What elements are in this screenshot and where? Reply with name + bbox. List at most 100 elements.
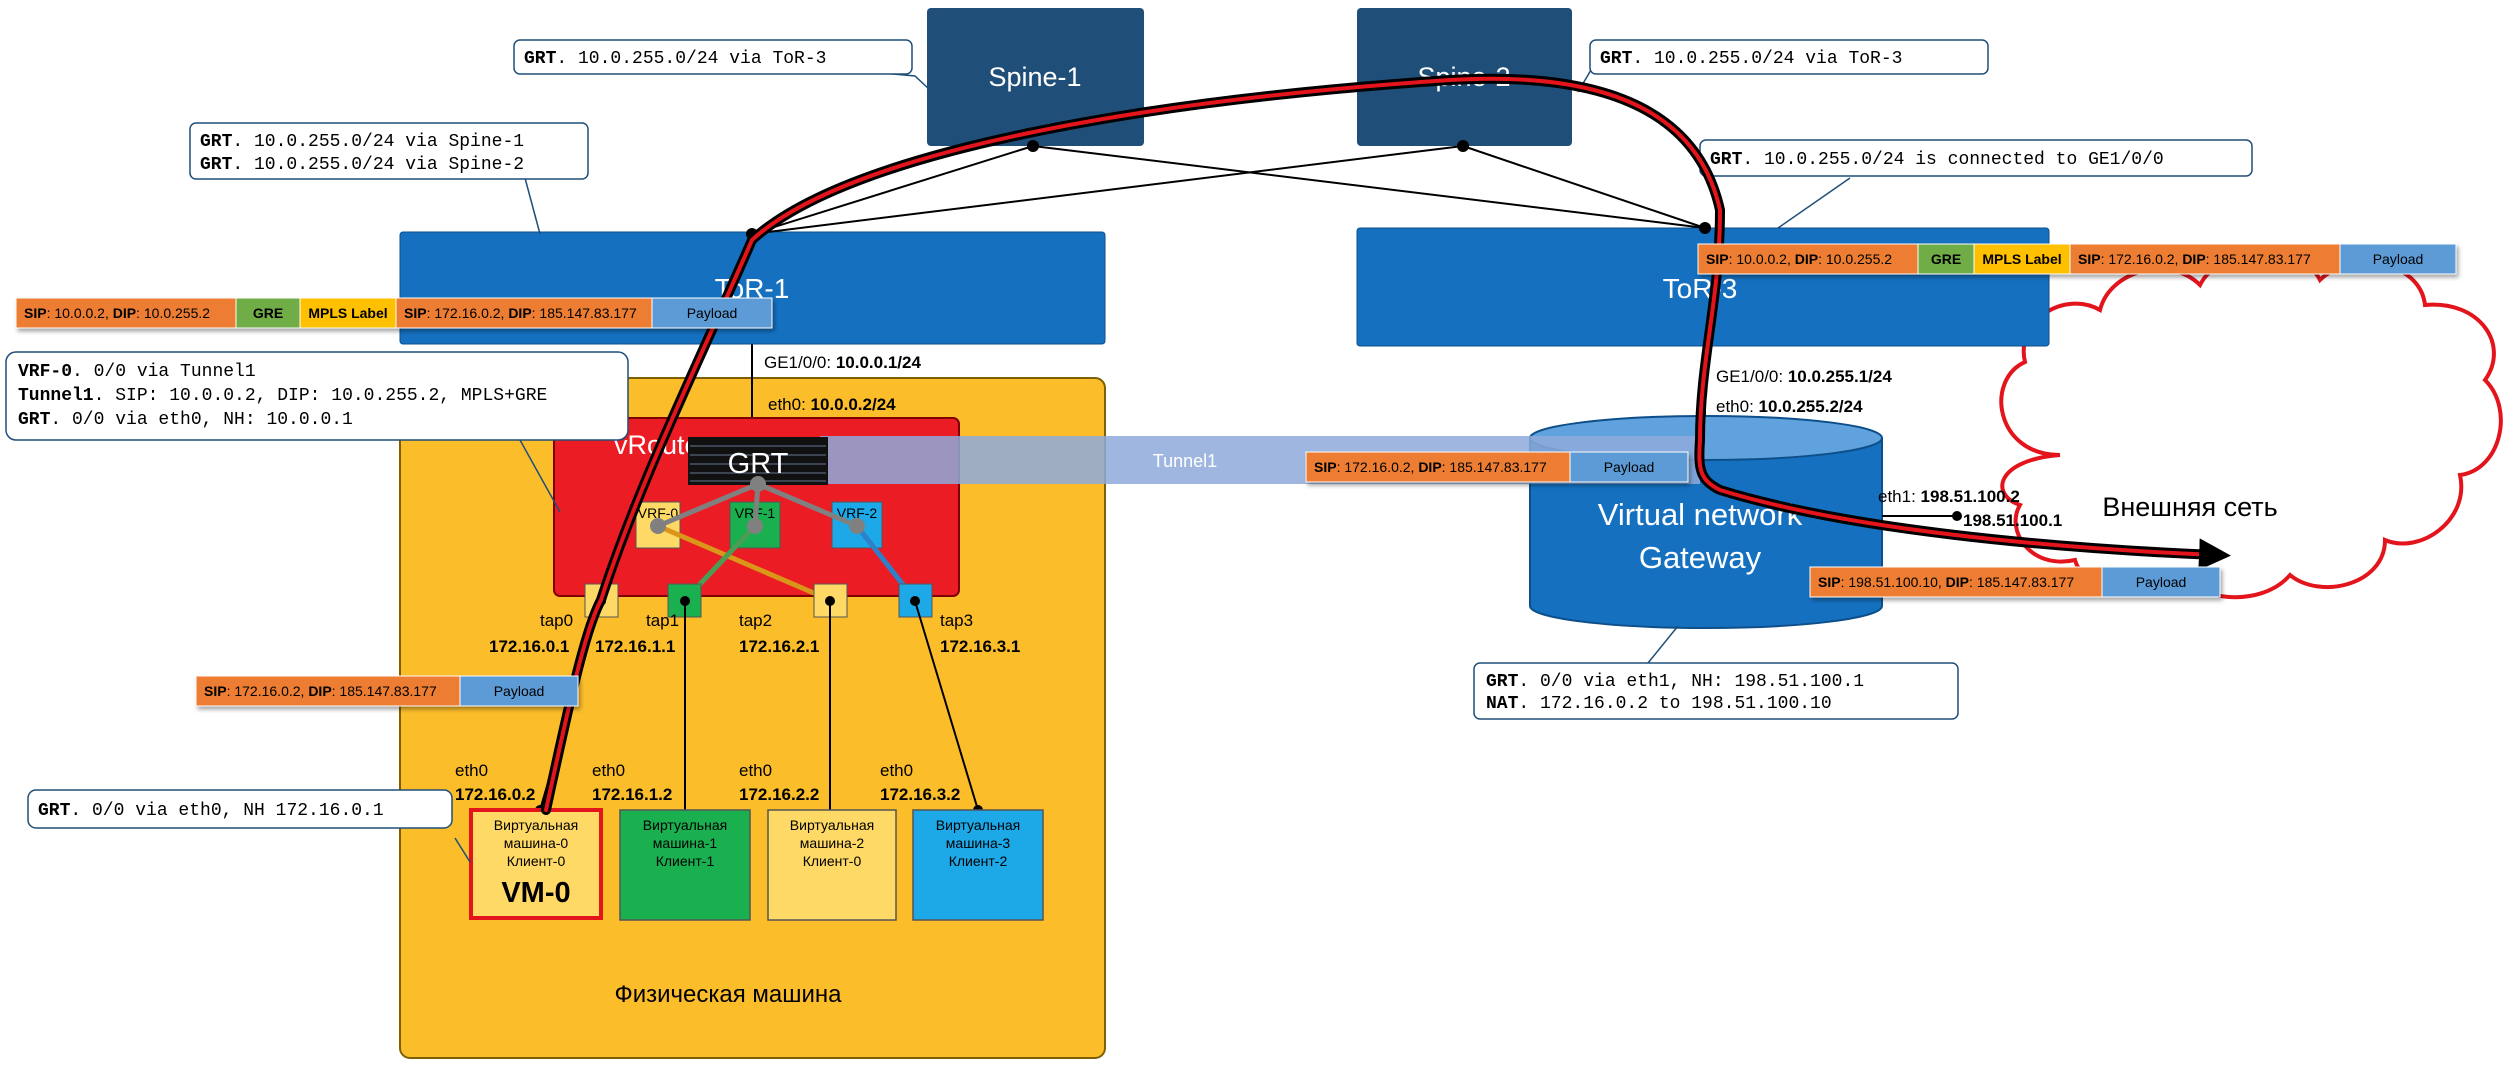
vm-0-eth: eth0	[455, 761, 488, 780]
vm-0-box[interactable]	[469, 808, 603, 920]
vm-2-labels: Виртуальная машина-2 Клиент-0	[790, 817, 874, 869]
vm-3-line1: Виртуальная	[936, 817, 1020, 833]
external-network-label: Внешняя сеть	[2102, 492, 2277, 522]
vm-3-box[interactable]	[912, 809, 1044, 921]
vm-0-line2: машина-0	[504, 835, 569, 851]
packet-field-label: MPLS Label	[1982, 251, 2061, 267]
spine-2-callout-text: GRT. 10.0.255.0/24 via ToR-3	[1600, 49, 1902, 69]
spine-2-callout-rest: . 10.0.255.0/24 via ToR-3	[1632, 49, 1902, 69]
vm-1-labels: Виртуальная машина-1 Клиент-1	[643, 817, 727, 869]
spine-2-callout-bold: GRT	[1600, 49, 1633, 69]
vm-0-tag: VM-0	[501, 877, 570, 909]
packet-field-label: SIP: 172.16.0.2, DIP: 185.147.83.177	[2078, 251, 2311, 267]
gw-eth1-name: eth1:	[1878, 487, 1921, 506]
ext-ip-label: 198.51.100.1	[1963, 511, 2062, 530]
gw-external-link-dot	[1952, 511, 1962, 521]
tap3-name: tap3	[940, 611, 973, 630]
vm-2-ip: 172.16.2.2	[739, 785, 819, 804]
vm-1-line1: Виртуальная	[643, 817, 727, 833]
packet-field-plain	[1917, 243, 1975, 275]
packet-field-label: SIP: 172.16.0.2, DIP: 185.147.83.177	[1314, 459, 1547, 475]
packet-field-sip	[195, 675, 461, 707]
tap2-name: tap2	[739, 611, 772, 630]
packet-field-label: SIP: 10.0.0.2, DIP: 10.0.255.2	[1706, 251, 1892, 267]
tor-3-callout-rest: . 10.0.255.0/24 is connected to GE1/0/0	[1742, 150, 2163, 170]
vrf-2-label: VRF-2	[837, 505, 878, 521]
packet-field-sip	[395, 297, 653, 329]
tor-3-label: ToR-3	[1663, 273, 1738, 304]
vm-0-line1: Виртуальная	[494, 817, 578, 833]
fabric-links	[751, 145, 1706, 235]
vrouter-callout-rest-3: . 0/0 via eth0, NH: 10.0.0.1	[50, 410, 352, 430]
vm-1-eth: eth0	[592, 761, 625, 780]
spine-1-callout	[513, 39, 913, 75]
vrouter-callout-line1: VRF-0. 0/0 via Tunnel1	[18, 362, 256, 382]
tor3-ge-name: GE1/0/0:	[1716, 367, 1788, 386]
packet-field-label: MPLS Label	[308, 305, 387, 321]
host-eth0-ip: 10.0.0.2/24	[811, 395, 897, 414]
packet-tunnel-out: SIP: 172.16.0.2, DIP: 185.147.83.177 Payl…	[1305, 451, 1689, 483]
tor-1-callout-line2: GRT. 10.0.255.0/24 via Spine-2	[200, 155, 524, 175]
gw-eth1-label: eth1: 198.51.100.2	[1878, 487, 2020, 506]
vm-0-callout-bold: GRT	[38, 801, 71, 821]
tap1-name: tap1	[646, 611, 679, 630]
packet-outer-left: SIP: 10.0.0.2, DIP: 10.0.255.2 GRE MPLS La…	[15, 297, 773, 329]
vm-2-line1: Виртуальная	[790, 817, 874, 833]
packet-field-label: GRE	[253, 305, 283, 321]
vm-0-line3: Клиент-0	[507, 853, 566, 869]
spine-1-callout-text: GRT. 10.0.255.0/24 via ToR-3	[524, 49, 826, 69]
vm-0-ip: 172.16.0.2	[455, 785, 535, 804]
packet-field-plain	[1973, 243, 2071, 275]
vm-2-box[interactable]	[767, 809, 897, 921]
packet-field-label: Payload	[2136, 574, 2187, 590]
gateway-callout-bold-2: NAT	[1486, 694, 1519, 714]
vm-1-box[interactable]	[619, 809, 751, 921]
vrouter-callout-bold-3: GRT	[18, 410, 51, 430]
vrouter-callout-bold-2: Tunnel1	[18, 386, 94, 406]
callouts: GRT. 10.0.255.0/24 via ToR-3 GRT. 10.0.2…	[5, 39, 2253, 829]
tap0-ip: 172.16.0.1	[489, 637, 569, 656]
spine-1-callout-bold: GRT	[524, 49, 557, 69]
tap3-ip: 172.16.3.1	[940, 637, 1020, 656]
packet-field-label: SIP: 198.51.100.10, DIP: 185.147.83.177	[1818, 574, 2074, 590]
vm-0-callout	[27, 789, 453, 829]
vrouter-callout-bold-1: VRF-0	[18, 362, 72, 382]
vrouter-callout-line2: Tunnel1. SIP: 10.0.0.2, DIP: 10.0.255.2,…	[18, 386, 547, 406]
tap0-name: tap0	[540, 611, 573, 630]
vm-0-callout-text: GRT. 0/0 via eth0, NH 172.16.0.1	[38, 801, 384, 821]
tap2-ip: 172.16.2.1	[739, 637, 819, 656]
tap1-ip: 172.16.1.1	[595, 637, 675, 656]
vm-3-labels: Виртуальная машина-3 Клиент-2	[936, 817, 1020, 869]
spine-1-node[interactable]	[927, 8, 1144, 146]
gateway-callout	[1473, 662, 1959, 720]
tor1-ge-ip: 10.0.0.1/24	[836, 353, 922, 372]
packet-field-label: Payload	[494, 683, 545, 699]
packet-field-plain	[235, 297, 301, 329]
traffic-path	[544, 76, 2231, 812]
gw-eth0-name: eth0:	[1716, 397, 1759, 416]
physical-machine-label: Физическая машина	[614, 981, 842, 1008]
vm-0-callout-rest: . 0/0 via eth0, NH 172.16.0.1	[70, 801, 383, 821]
packet-nat-out: SIP: 198.51.100.10, DIP: 185.147.83.177 P…	[1809, 566, 2221, 598]
tor3-ge-ip: 10.0.255.1/24	[1788, 367, 1893, 386]
gw-eth0-label: eth0: 10.0.255.2/24	[1716, 397, 1863, 416]
packet-field-label: Payload	[2373, 251, 2424, 267]
spine-2-callout	[1589, 39, 1989, 75]
tor1-ge-name: GE1/0/0:	[764, 353, 836, 372]
tunnel-1-label: Tunnel1	[1153, 451, 1217, 471]
tor-1-callout-bold-2: GRT	[200, 155, 233, 175]
host-eth0-label: eth0: 10.0.0.2/24	[768, 395, 896, 414]
vm-3-ip: 172.16.3.2	[880, 785, 960, 804]
packet-field-label: SIP: 10.0.0.2, DIP: 10.0.255.2	[24, 305, 210, 321]
tor3-ge-label: GE1/0/0: 10.0.255.1/24	[1716, 367, 1892, 386]
packet-field-label: Payload	[1604, 459, 1655, 475]
packet-outer-right: SIP: 10.0.0.2, DIP: 10.0.255.2 GRE MPLS La…	[1697, 243, 2457, 275]
packet-field-label: GRE	[1931, 251, 1961, 267]
packet-field-sip	[1305, 451, 1571, 483]
packet-field-payload	[1569, 451, 1689, 483]
tor-1-callout-rest-1: . 10.0.255.0/24 via Spine-1	[232, 132, 524, 152]
vm-1-line3: Клиент-1	[656, 853, 715, 869]
gateway-callout-bold-1: GRT	[1486, 672, 1519, 692]
